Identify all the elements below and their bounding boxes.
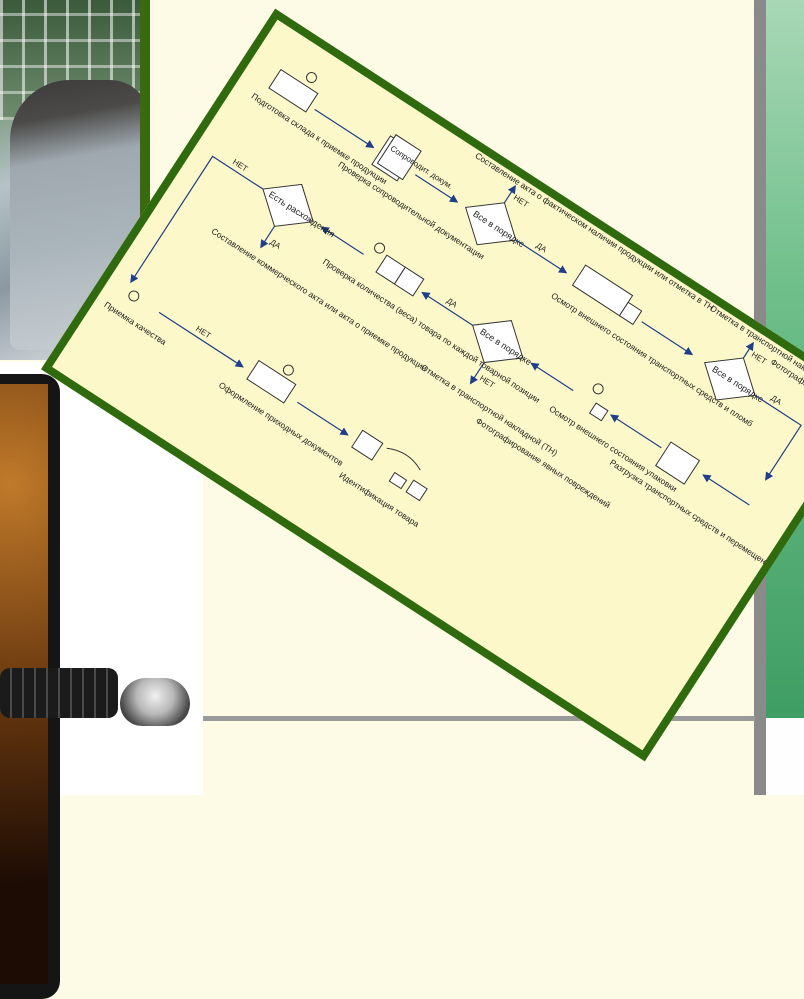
edge-yes-3: ДА [445, 296, 459, 310]
edge-no-2: НЕТ [750, 350, 768, 366]
node-mark-tn3-label: Отметка в транспортной накладной (ТН) [419, 362, 559, 458]
arrow-unload-pack [609, 414, 662, 449]
arrow-receive-docs [158, 311, 244, 368]
laptop-icon [405, 479, 428, 502]
green-frame-edge [140, 0, 150, 360]
bottom-divider-line [195, 716, 755, 721]
right-white-block [766, 718, 804, 795]
decision-diamond [262, 183, 314, 227]
keyboard-icon [0, 668, 118, 718]
edge-yes-1: ДА [534, 241, 548, 255]
node-identify: Идентификация товара [337, 429, 428, 529]
arrow-count-disc [320, 226, 364, 255]
arrow-ok1-yes [515, 239, 568, 274]
mouse-icon [120, 678, 190, 726]
box-icon [588, 402, 609, 422]
decision-diamond [703, 357, 756, 401]
arrow-ok2-yes [754, 394, 802, 481]
decision-diamond [464, 202, 517, 246]
barcode-icon [351, 429, 384, 461]
arrow-ok3-yes [421, 291, 473, 326]
node-receipt-docs: Оформление приходных документов [217, 359, 346, 468]
arrow-disc-no [130, 155, 264, 284]
forklift-icon [654, 441, 701, 485]
edge-yes-2: ДА [769, 393, 783, 407]
person-icon [306, 72, 318, 84]
arrow-ok1-no [503, 185, 516, 204]
worker-icon [374, 242, 386, 254]
arrow-ok2-no [742, 341, 754, 359]
desk-icon [246, 359, 297, 404]
node-check-docs-label: Проверка сопроводительной документации [336, 159, 486, 261]
person-icon [282, 364, 294, 376]
arrow-disc-yes [260, 226, 275, 249]
arrow-docs-identify [297, 401, 349, 436]
node-identify-label: Идентификация товара [337, 470, 421, 529]
worker-icon [128, 290, 140, 302]
worker-icon [592, 383, 604, 395]
arrow-docs-ok1 [414, 174, 459, 203]
arrow-pack-ok3 [530, 362, 574, 392]
node-commercial-act-label: Составление коммерческого акта или акта … [210, 226, 430, 373]
arrow-ok3-no [469, 362, 485, 385]
scanner-icon [388, 471, 408, 490]
node-receive: Приемка качества [102, 290, 168, 347]
signal-icon [386, 447, 421, 471]
edge-yes-4: ДА [268, 237, 282, 251]
edge-no-4: НЕТ [231, 157, 249, 173]
edge-no-1: НЕТ [512, 193, 530, 209]
arrow-vehicle-ok2 [641, 321, 694, 356]
node-receive-label: Приемка качества [102, 299, 168, 347]
arrow-prep-docs [314, 108, 375, 149]
edge-no-5: НЕТ [194, 324, 212, 340]
arrow-to-unload [702, 474, 750, 506]
node-prep-label: Подготовка склада к приемке продукции [250, 91, 390, 186]
desk-icon [268, 68, 319, 113]
